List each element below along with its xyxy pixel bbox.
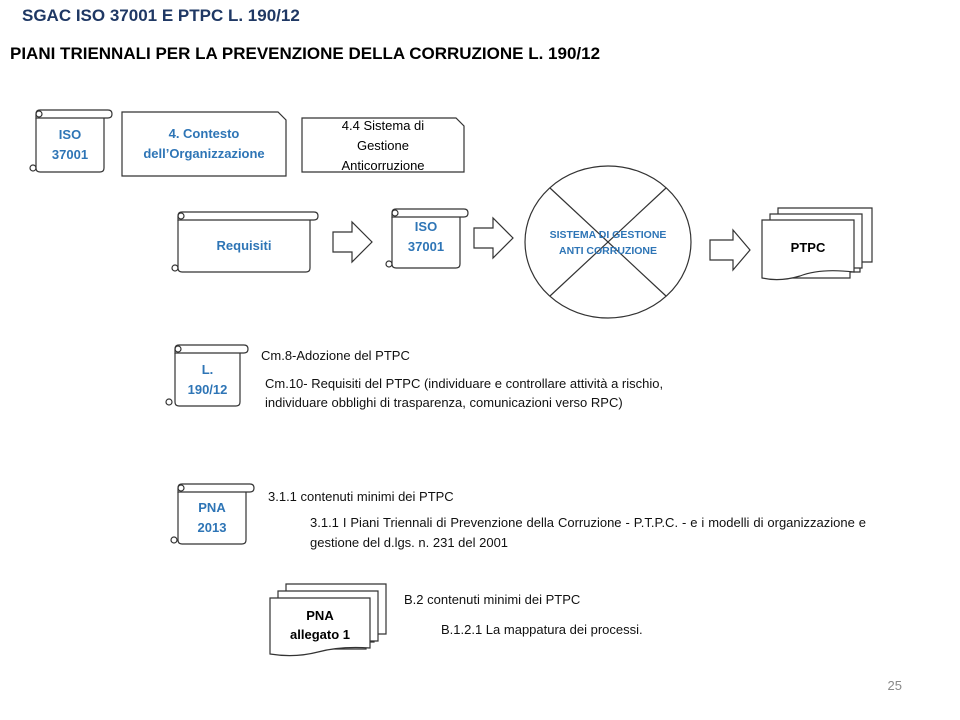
scroll-shape-iso-mid xyxy=(385,208,469,269)
circle-sistema-gestione-label: SISTEMA DI GESTIONE ANTI CORRUZIONE xyxy=(549,229,667,257)
box-sistema-shape xyxy=(301,117,465,173)
scroll-shape-legge xyxy=(165,344,249,407)
pna2013-item-detail: 3.1.1 I Piani Triennali di Prevenzione d… xyxy=(310,515,866,550)
scroll-iso37001-top: ISO 37001 xyxy=(51,127,89,162)
doc-pna-allegato-label: PNA allegato 1 xyxy=(290,608,350,642)
pna2013-item-heading: 3.1.1 contenuti minimi dei PTPC xyxy=(268,489,454,504)
slide-subtitle: PIANI TRIENNALI PER LA PREVENZIONE DELLA… xyxy=(10,44,601,63)
pna-allegato-item-detail: B.1.2.1 La mappatura dei processi. xyxy=(441,622,643,637)
arrow-3 xyxy=(709,228,751,272)
arrow-1 xyxy=(332,220,373,264)
pna-allegato-item-heading: B.2 contenuti minimi dei PTPC xyxy=(404,592,581,607)
box-contesto-shape xyxy=(121,111,287,177)
scroll-iso37001-mid: ISO 37001 xyxy=(407,219,445,254)
arrow-2 xyxy=(473,216,514,260)
multidoc-ptpc-shape xyxy=(761,207,873,281)
page-number: 25 xyxy=(887,678,902,693)
doc-ptpc-label: PTPC xyxy=(790,240,826,255)
law-item-cm10-line2: individuare obblighi di trasparenza, com… xyxy=(265,395,623,410)
scroll-shape-iso-top xyxy=(29,109,113,173)
scroll-legge-190: L. 190/12 xyxy=(187,361,228,397)
scroll-requisiti: Requisiti xyxy=(216,238,272,253)
law-item-cm8: Cm.8-Adozione del PTPC xyxy=(261,348,410,363)
box-contesto-organizzazione: 4. Contesto dell’Organizzazione xyxy=(143,126,265,161)
multidoc-pna-allegato-shape xyxy=(269,583,387,657)
circle-sistema-shape xyxy=(524,165,692,319)
slide-title: SGAC ISO 37001 E PTPC L. 190/12 xyxy=(22,6,300,25)
law-item-cm10-line1: Cm.10- Requisiti del PTPC (individuare e… xyxy=(265,376,664,391)
scroll-pna-2013: PNA 2013 xyxy=(197,500,227,535)
scroll-shape-requisiti xyxy=(171,211,319,273)
box-sistema-gestione: 4.4 Sistema di Gestione Anticorruzione xyxy=(341,118,425,173)
scroll-shape-pna2013 xyxy=(170,483,255,545)
